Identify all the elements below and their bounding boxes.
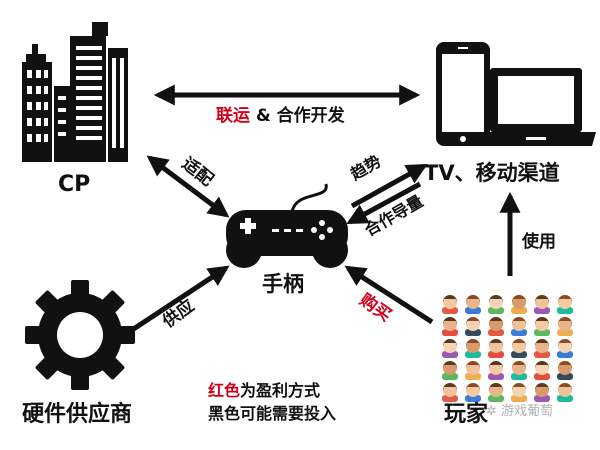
player-avatar (534, 317, 550, 336)
player-avatar (511, 361, 527, 380)
player-avatar (488, 339, 504, 358)
node-label-controller: 手柄 (262, 272, 304, 296)
legend-red-word: 红色 (208, 381, 241, 400)
watermark: ✲ 游戏葡萄 (486, 400, 553, 419)
player-avatar (511, 339, 527, 358)
player-avatar (442, 383, 458, 402)
arrow-trend (350, 163, 428, 209)
joint-ops-profit-text: 联运 (216, 106, 250, 126)
player-avatar (534, 361, 550, 380)
player-avatar (511, 295, 527, 314)
player-avatar (511, 317, 527, 336)
player-avatar (488, 317, 504, 336)
player-avatar (442, 339, 458, 358)
player-avatar (534, 295, 550, 314)
player-avatar (442, 317, 458, 336)
edge-label-use: 使用 (522, 232, 556, 252)
arrow-supply (130, 265, 230, 333)
player-avatar (442, 361, 458, 380)
player-avatar (488, 383, 504, 402)
joint-ops-rest-text: & 合作开发 (250, 106, 345, 126)
devices-icon (436, 42, 596, 146)
arrow-cp-controller (146, 155, 230, 218)
arrow-purchase (344, 265, 434, 325)
edge-label-joint-ops: 联运 & 合作开发 (216, 108, 345, 125)
player-avatar (465, 361, 481, 380)
node-label-hardware-supplier: 硬件供应商 (22, 402, 133, 427)
player-avatar (465, 339, 481, 358)
node-label-players: 玩家 (444, 402, 489, 427)
watermark-text: 游戏葡萄 (501, 404, 554, 419)
player-avatar (488, 361, 504, 380)
arrow-cooperate-guide (346, 181, 422, 225)
node-label-cp: CP (58, 172, 91, 197)
node-label-tv-channels: TV、移动渠道 (424, 161, 560, 185)
player-avatar (557, 339, 573, 358)
player-avatar (557, 295, 573, 314)
legend-line-2: 黑色可能需要投入 (208, 404, 337, 423)
gear-icon (25, 280, 135, 390)
player-avatar (557, 361, 573, 380)
watermark-icon: ✲ (486, 404, 502, 419)
player-avatar (511, 383, 527, 402)
player-avatar (442, 295, 458, 314)
player-avatar (465, 317, 481, 336)
legend-line-1-rest: 为盈利方式 (240, 381, 321, 400)
legend-line-1: 红色为盈利方式 (208, 383, 320, 399)
player-avatar (488, 295, 504, 314)
arrows (130, 84, 521, 333)
player-avatar (557, 383, 573, 402)
player-avatar (534, 339, 550, 358)
player-avatar (465, 295, 481, 314)
building-icon (22, 22, 128, 162)
player-avatar (557, 317, 573, 336)
player-avatar (534, 383, 550, 402)
gamepad-icon (226, 183, 348, 268)
players-crowd-icon (442, 295, 573, 402)
player-avatar (465, 383, 481, 402)
